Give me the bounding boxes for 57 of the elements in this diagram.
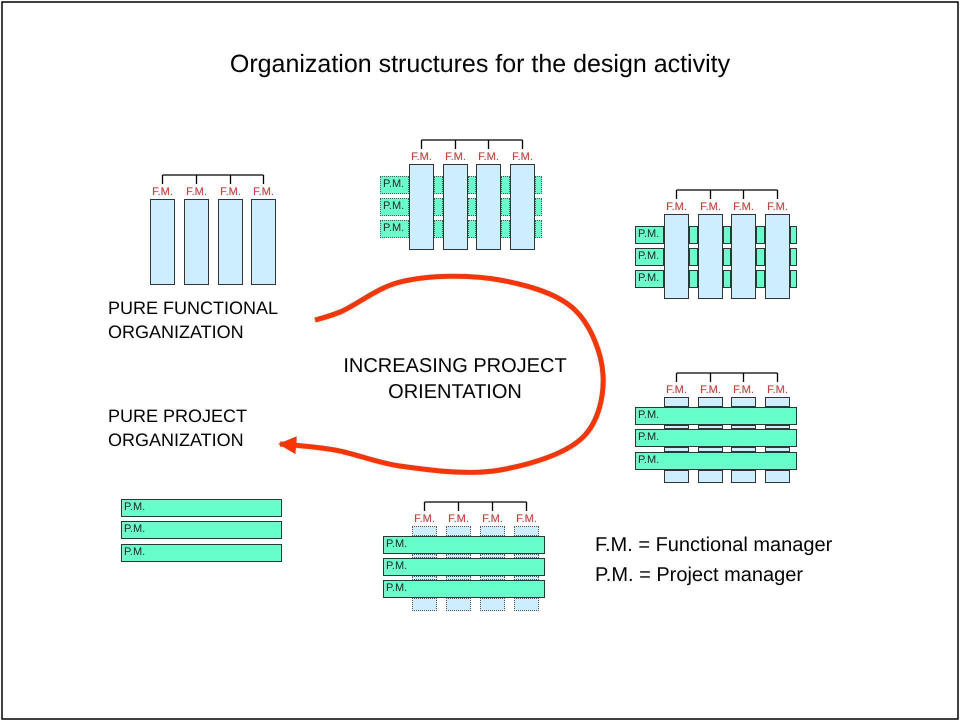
project-bar xyxy=(121,499,282,517)
organization-label: PURE FUNCTIONAL ORGANIZATION xyxy=(108,297,278,344)
manager-label: F.M. xyxy=(733,201,754,213)
manager-label: P.M. xyxy=(124,501,146,514)
manager-label: P.M. xyxy=(638,431,660,444)
project-bar xyxy=(383,580,545,598)
manager-label: P.M. xyxy=(386,560,408,573)
project-bar xyxy=(380,220,409,238)
manager-label: F.M. xyxy=(186,186,207,198)
manager-label: P.M. xyxy=(383,222,404,235)
project-bar xyxy=(121,544,282,562)
project-bar xyxy=(383,536,545,554)
manager-label: P.M. xyxy=(383,178,404,191)
project-bar xyxy=(635,248,664,266)
manager-label: F.M. xyxy=(482,513,503,525)
project-bar xyxy=(380,176,409,194)
manager-label: F.M. xyxy=(666,384,687,396)
organization-label: PURE PROJECT ORGANIZATION xyxy=(108,405,248,452)
title: Organization structures for the design activity xyxy=(228,50,732,79)
manager-label: P.M. xyxy=(638,272,660,285)
manager-label: F.M. xyxy=(478,151,499,163)
manager-label: P.M. xyxy=(386,538,408,551)
manager-label: F.M. xyxy=(152,186,173,198)
manager-label: F.M. xyxy=(767,201,788,213)
manager-label: F.M. xyxy=(414,513,435,525)
manager-label: F.M. xyxy=(733,384,754,396)
project-bar xyxy=(635,270,664,288)
manager-label: F.M. xyxy=(448,513,469,525)
project-bar xyxy=(635,429,797,447)
manager-label: P.M. xyxy=(638,409,660,422)
center-caption: INCREASING PROJECT ORIENTATION xyxy=(342,354,568,405)
manager-label: F.M. xyxy=(445,151,466,163)
manager-label: F.M. xyxy=(767,384,788,396)
project-bar xyxy=(635,407,797,425)
manager-label: F.M. xyxy=(700,201,721,213)
manager-label: F.M. xyxy=(700,384,721,396)
manager-label: P.M. xyxy=(386,582,408,595)
project-bar xyxy=(635,226,664,244)
manager-label: P.M. xyxy=(638,228,660,241)
manager-label: P.M. xyxy=(124,523,146,536)
legend-text: P.M. = Project manager xyxy=(595,563,804,588)
project-bar xyxy=(380,198,409,216)
manager-label: F.M. xyxy=(516,513,537,525)
manager-label: P.M. xyxy=(638,454,660,467)
project-bar xyxy=(121,521,282,539)
manager-label: P.M. xyxy=(638,250,660,263)
legend-text: F.M. = Functional manager xyxy=(595,533,834,558)
project-bar xyxy=(383,558,545,576)
curved-arrow xyxy=(278,274,606,475)
project-bar xyxy=(635,452,797,470)
manager-label: F.M. xyxy=(253,186,274,198)
manager-label: F.M. xyxy=(512,151,533,163)
manager-label: F.M. xyxy=(220,186,241,198)
manager-label: P.M. xyxy=(124,546,146,559)
manager-label: F.M. xyxy=(666,201,687,213)
manager-label: F.M. xyxy=(411,151,432,163)
manager-label: P.M. xyxy=(383,200,404,213)
